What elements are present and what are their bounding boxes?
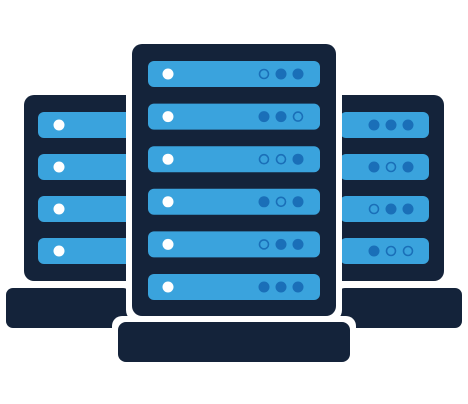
status-light-on-icon — [292, 196, 304, 208]
center-server-unit-panel — [148, 231, 320, 258]
status-light-on-icon — [368, 161, 380, 173]
status-light-on-icon — [275, 281, 287, 293]
status-light-on-icon — [292, 153, 304, 165]
power-light-icon — [162, 153, 174, 165]
left-server-unit-panel — [38, 112, 134, 138]
left-server-unit — [38, 112, 134, 138]
status-light-on-icon — [402, 119, 414, 131]
status-light-off-icon — [258, 239, 270, 250]
status-light-on-icon — [368, 119, 380, 131]
status-light-on-icon — [368, 245, 380, 257]
status-light-off-icon — [258, 153, 270, 165]
left-server-unit — [38, 238, 134, 264]
power-light-icon — [53, 203, 65, 215]
center-server-unit — [148, 231, 320, 258]
right-server-rack — [332, 95, 462, 328]
status-light-on-icon — [292, 68, 304, 80]
status-light-on-icon — [402, 161, 414, 173]
right-server-unit-panel — [340, 112, 429, 138]
right-server-unit-panel — [340, 154, 429, 180]
status-light-on-icon — [292, 238, 304, 250]
left-server-rack — [6, 95, 136, 328]
center-server-unit-panel — [148, 188, 320, 215]
status-light-off-icon — [385, 161, 397, 173]
status-light-on-icon — [275, 111, 287, 123]
power-light-icon — [53, 119, 65, 131]
status-light-on-icon — [275, 238, 287, 250]
center-server-unit — [148, 274, 320, 300]
status-light-on-icon — [258, 196, 270, 208]
right-server-unit-panel — [340, 238, 429, 264]
power-light-icon — [53, 245, 65, 257]
left-server-unit-panel — [38, 196, 134, 222]
power-light-icon — [162, 281, 174, 293]
center-server-unit-panel — [148, 61, 320, 87]
status-light-off-icon — [368, 203, 380, 215]
left-server-unit — [38, 196, 134, 222]
left-rack-base — [6, 288, 130, 328]
left-server-unit-panel — [38, 238, 134, 264]
left-server-unit — [38, 154, 134, 180]
status-light-on-icon — [275, 68, 287, 80]
status-light-off-icon — [402, 245, 414, 257]
status-light-on-icon — [258, 111, 270, 123]
left-rack-frame — [24, 95, 136, 281]
status-light-off-icon — [258, 68, 270, 80]
status-light-on-icon — [292, 281, 304, 293]
right-rack-base — [338, 288, 462, 328]
center-rack-base — [118, 322, 350, 362]
center-server-unit-panel — [148, 274, 320, 300]
center-server-unit-panel — [148, 146, 320, 173]
status-light-off-icon — [292, 111, 304, 122]
center-server-unit-panel — [148, 103, 320, 130]
right-server-unit — [340, 112, 429, 138]
status-light-off-icon — [275, 196, 287, 208]
status-light-off-icon — [385, 245, 397, 257]
right-server-unit — [340, 154, 429, 180]
center-server-unit — [148, 188, 320, 215]
power-light-icon — [162, 196, 174, 208]
power-light-icon — [162, 238, 174, 250]
status-light-off-icon — [275, 153, 287, 165]
center-server-unit — [148, 103, 320, 130]
right-rack-frame — [332, 95, 444, 281]
center-server-unit — [148, 146, 320, 173]
right-server-unit-panel — [340, 196, 429, 222]
center-server-unit — [148, 61, 320, 87]
right-server-unit — [340, 238, 429, 264]
power-light-icon — [53, 161, 65, 173]
status-light-on-icon — [385, 203, 397, 215]
status-light-on-icon — [258, 281, 270, 293]
status-light-on-icon — [402, 203, 414, 215]
right-server-unit — [340, 196, 429, 222]
power-light-icon — [162, 111, 174, 123]
power-light-icon — [162, 68, 174, 80]
left-server-unit-panel — [38, 154, 134, 180]
status-light-on-icon — [385, 119, 397, 131]
